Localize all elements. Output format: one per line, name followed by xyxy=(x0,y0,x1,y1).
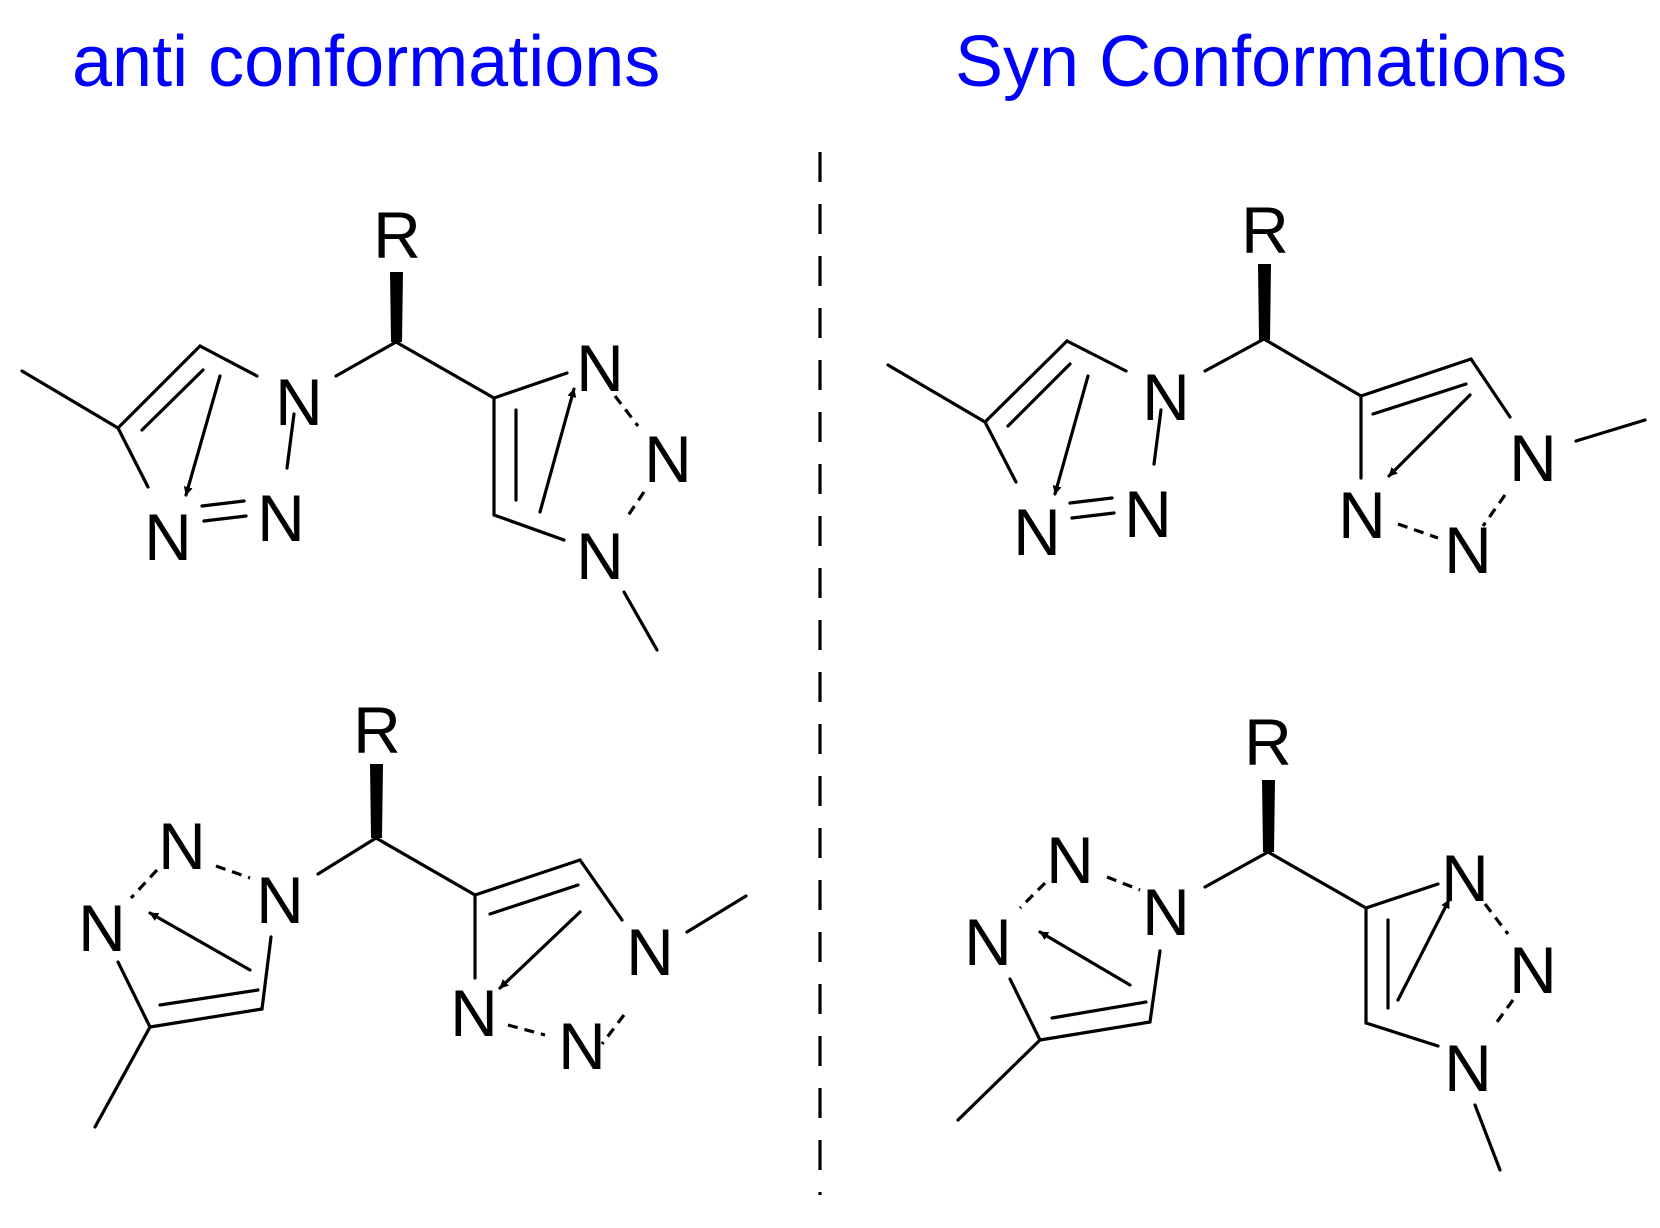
atom-n: N xyxy=(644,422,692,496)
atom-n: N xyxy=(1441,841,1489,915)
atom-n: N xyxy=(576,331,624,405)
atom-n: N xyxy=(1444,513,1492,587)
atom-n: N xyxy=(558,1009,606,1083)
atom-r: R xyxy=(353,693,401,767)
anti-top-structure: R N N N N N N xyxy=(20,198,692,652)
anti-bottom-structure: R N N N N N N xyxy=(78,693,748,1129)
atom-r: R xyxy=(373,198,421,272)
atom-n: N xyxy=(1124,477,1172,551)
atom-n: N xyxy=(256,863,304,937)
atom-n: N xyxy=(1509,933,1557,1007)
atom-n: N xyxy=(144,500,192,574)
atom-n: N xyxy=(1013,495,1061,569)
atom-n: N xyxy=(576,519,624,593)
anti-conformations-heading: anti conformations xyxy=(72,22,661,102)
atom-n: N xyxy=(257,481,305,555)
atom-n: N xyxy=(78,891,126,965)
atom-n: N xyxy=(1444,1031,1492,1105)
atom-n: N xyxy=(1142,875,1190,949)
atom-n: N xyxy=(275,365,323,439)
atom-r: R xyxy=(1241,193,1289,267)
syn-bottom-structure: R N N N N N N xyxy=(956,705,1557,1172)
atom-n: N xyxy=(1509,421,1557,495)
atom-r: R xyxy=(1244,705,1292,779)
atom-n: N xyxy=(964,905,1012,979)
atom-n: N xyxy=(158,809,206,883)
syn-conformations-heading: Syn Conformations xyxy=(955,22,1568,102)
atom-n: N xyxy=(1046,823,1094,897)
syn-top-structure: R N N N N N N xyxy=(886,193,1647,587)
atom-n: N xyxy=(1338,478,1386,552)
atom-n: N xyxy=(450,976,498,1050)
atom-n: N xyxy=(626,915,674,989)
atom-n: N xyxy=(1142,360,1190,434)
